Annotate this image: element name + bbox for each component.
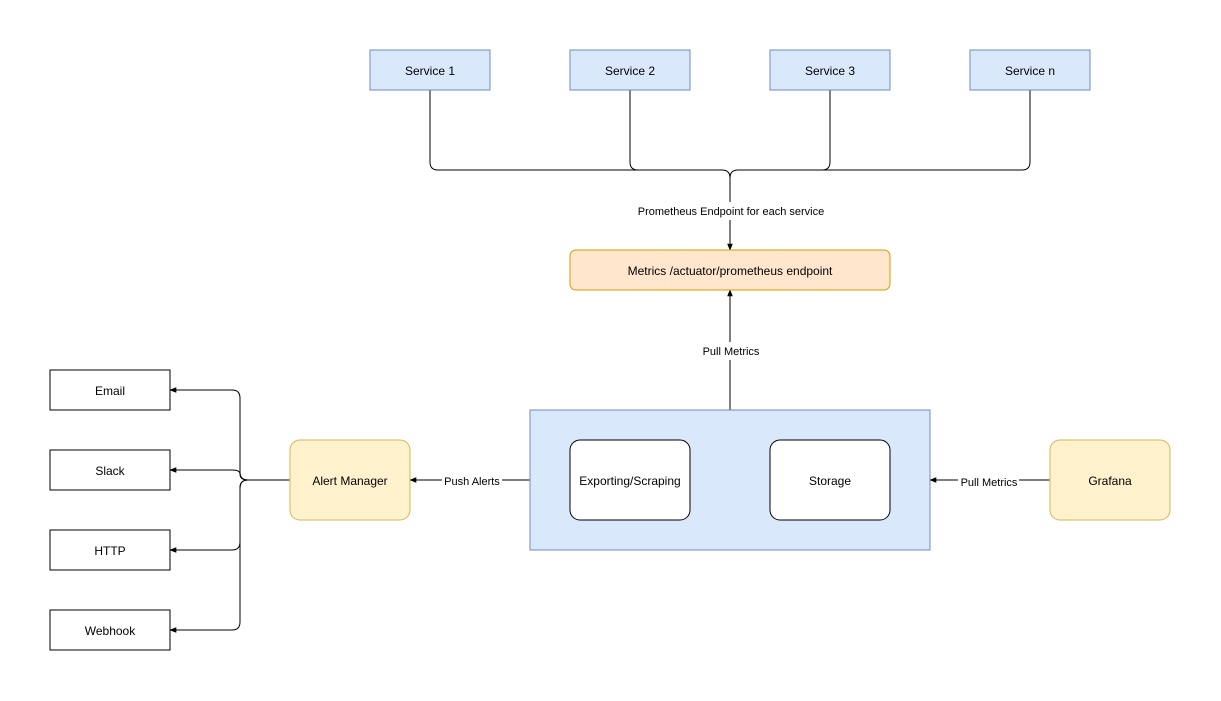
grafana-node[interactable]: Grafana	[1049, 439, 1171, 521]
channel-http-node[interactable]: HTTP	[49, 529, 171, 571]
grafana-label: Grafana	[1088, 474, 1132, 488]
storage-label: Storage	[809, 474, 851, 488]
channel-webhook-node[interactable]: Webhook	[49, 609, 171, 651]
service-label-n: Service n	[1005, 64, 1055, 78]
services-connector	[429, 90, 1031, 251]
channel-email-node[interactable]: Email	[49, 369, 171, 411]
metrics-endpoint-node[interactable]: Metrics /actuator/prometheus endpoint	[569, 249, 891, 291]
edge-label-pull-metrics-grafana: Pull Metrics	[961, 477, 1018, 489]
edge-label-pull-metrics-up: Pull Metrics	[703, 346, 760, 358]
metrics-endpoint-label: Metrics /actuator/prometheus endpoint	[628, 264, 833, 278]
channel-http-label: HTTP	[94, 544, 125, 558]
service-label-2: Service 2	[605, 64, 655, 78]
channel-email-label: Email	[95, 384, 125, 398]
service-label-1: Service 1	[405, 64, 455, 78]
service-node-3[interactable]: Service 3	[769, 49, 891, 91]
alert-manager-label: Alert Manager	[312, 474, 387, 488]
edge-label-push-alerts: Push Alerts	[444, 476, 500, 488]
exporting-scraping-node[interactable]: Exporting/Scraping	[569, 439, 691, 521]
exporting-scraping-label: Exporting/Scraping	[579, 474, 680, 488]
edge-label-prometheus-endpoint: Prometheus Endpoint for each service	[638, 206, 825, 218]
alert-manager-node[interactable]: Alert Manager	[289, 439, 411, 521]
service-label-3: Service 3	[805, 64, 855, 78]
channel-slack-label: Slack	[95, 464, 125, 478]
service-node-2[interactable]: Service 2	[569, 49, 691, 91]
service-node-1[interactable]: Service 1	[369, 49, 491, 91]
storage-node[interactable]: Storage	[769, 439, 891, 521]
channel-webhook-label: Webhook	[85, 624, 136, 638]
service-node-n[interactable]: Service n	[969, 49, 1091, 91]
alert-channels-connector	[169, 387, 290, 633]
channel-slack-node[interactable]: Slack	[49, 449, 171, 491]
